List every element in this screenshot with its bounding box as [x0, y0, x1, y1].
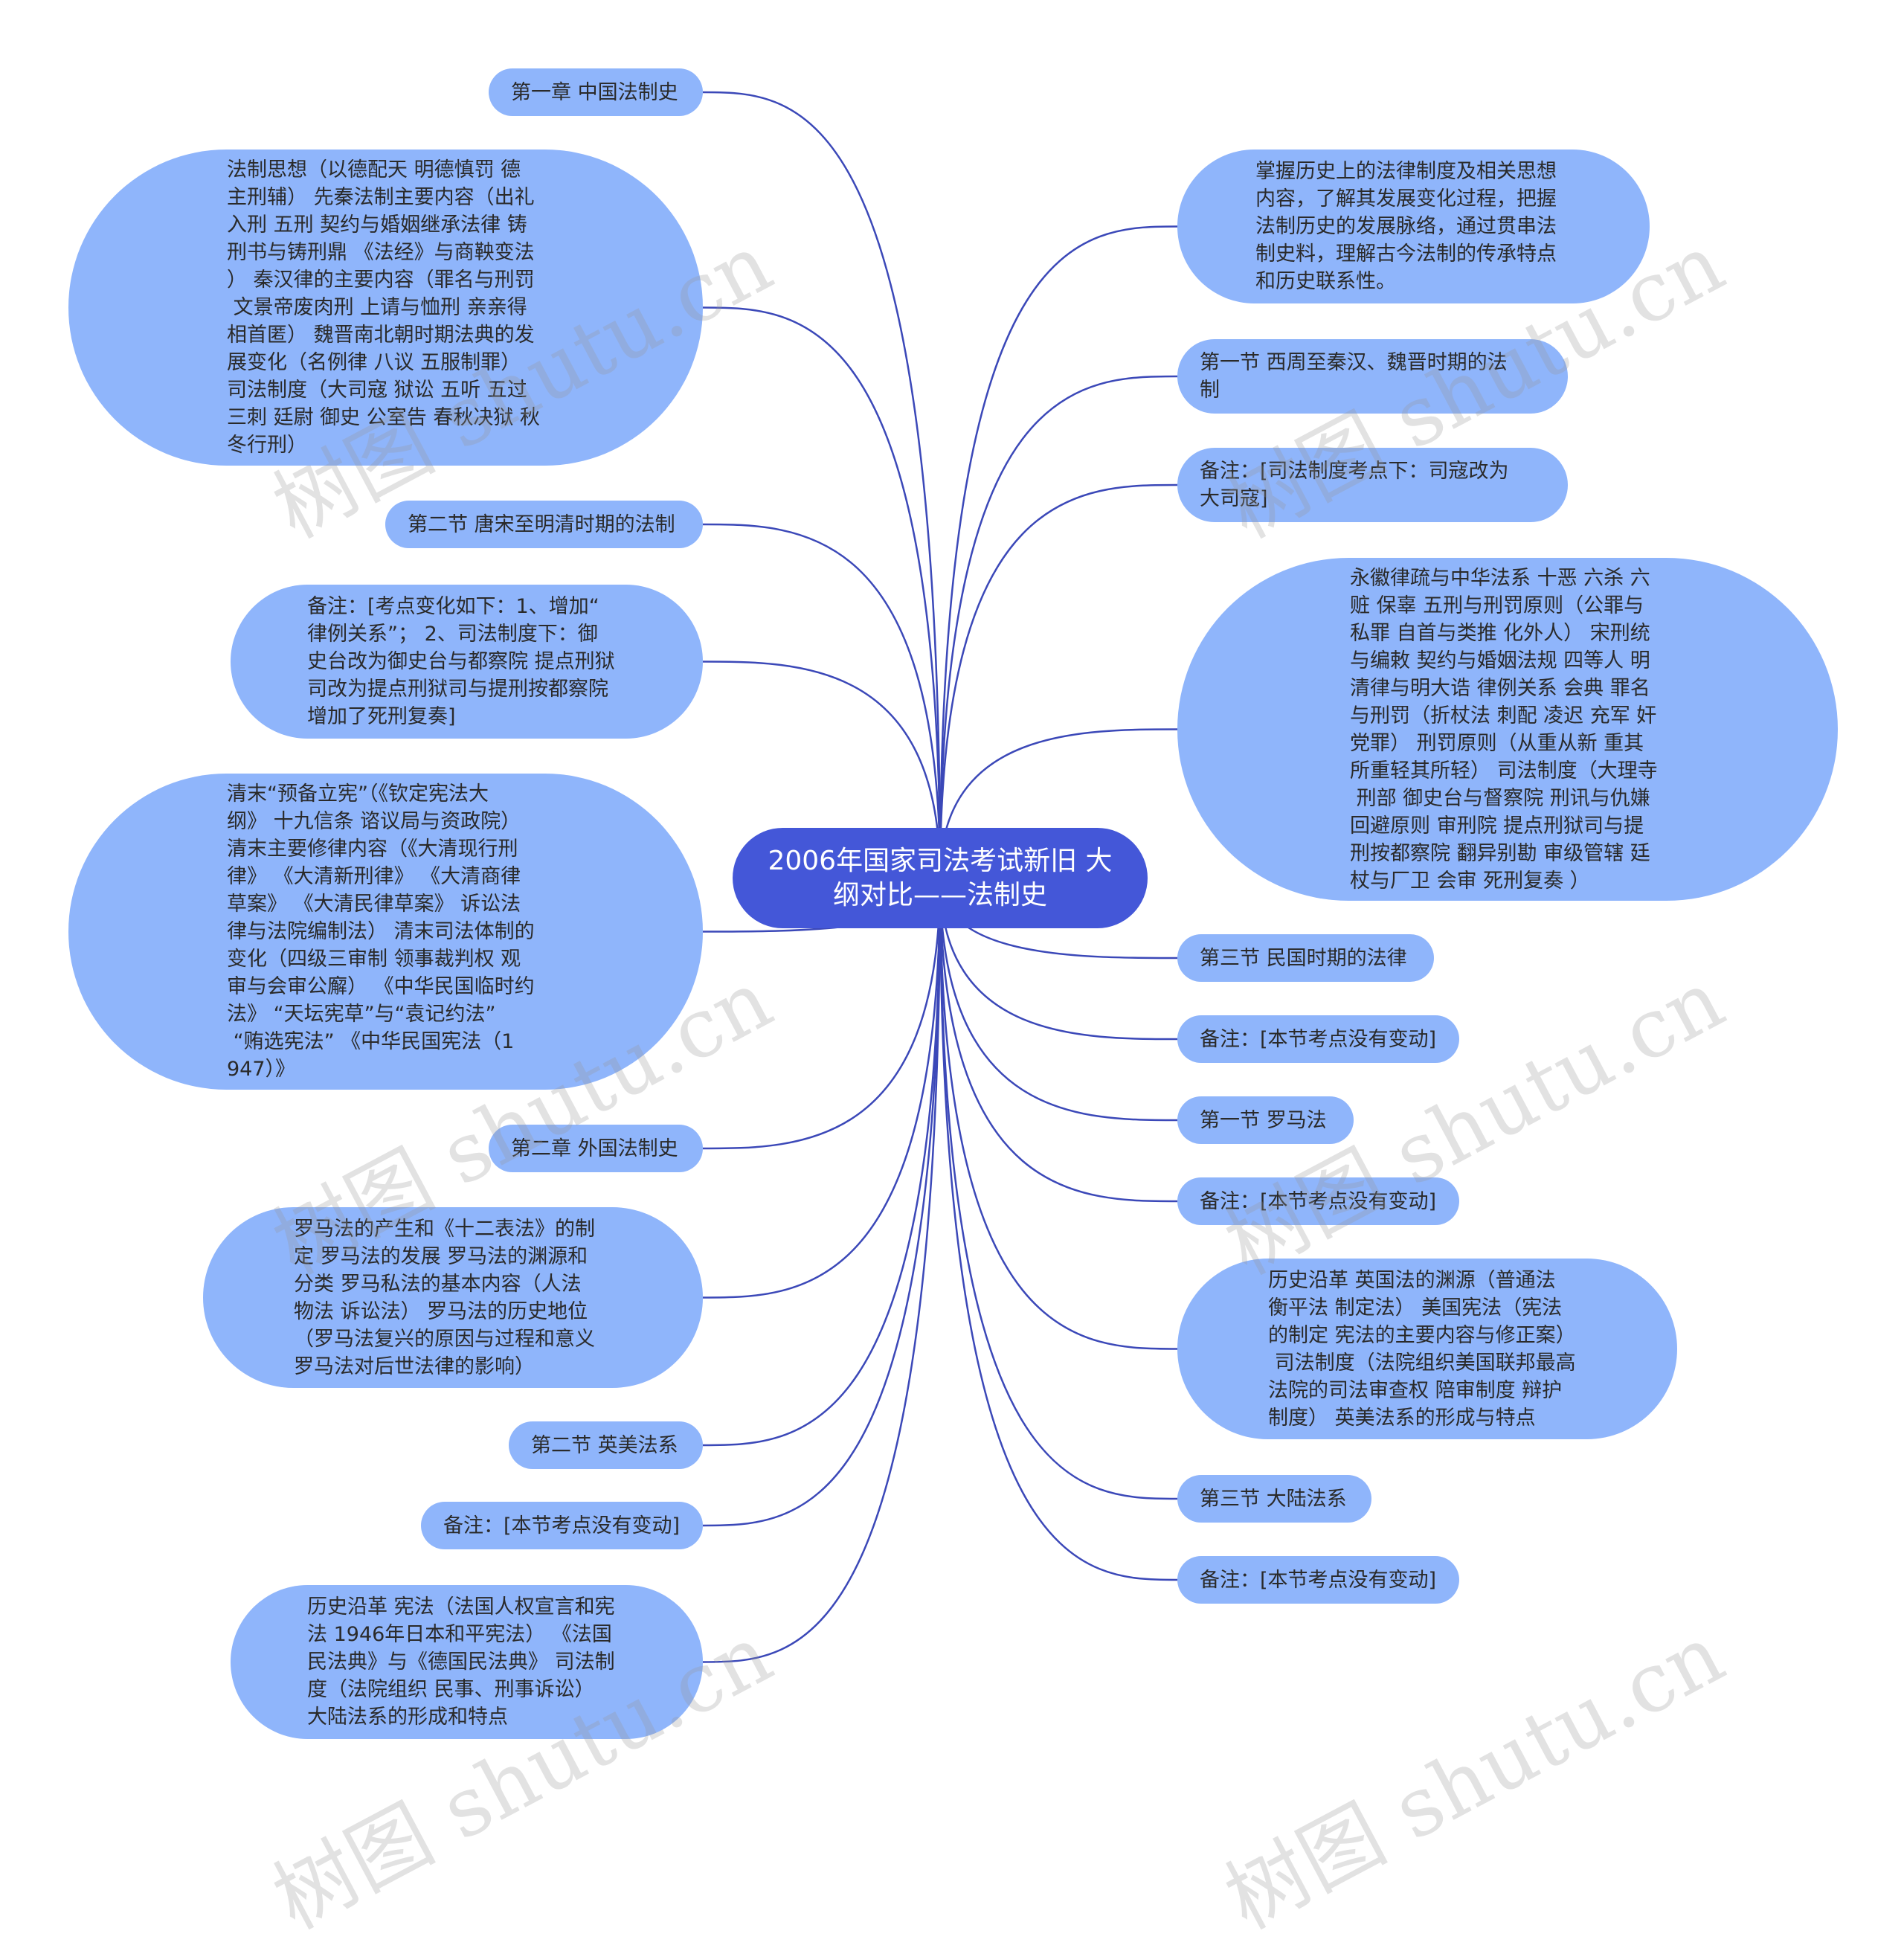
node-note-continental[interactable]: 备注：[本节考点没有变动] — [1177, 1556, 1459, 1604]
connector-line — [939, 877, 1178, 1122]
connector-line — [702, 91, 942, 878]
node-text: 第一节 罗马法 — [1200, 1108, 1327, 1132]
node-text: 第二节 英美法系 — [531, 1433, 678, 1457]
connector-line — [939, 225, 1178, 878]
node-chapter-1[interactable]: 第一章 中国法制史 — [489, 68, 703, 116]
connector-line — [939, 877, 1178, 1203]
node-text: 历史沿革 宪法（法国人权宣言和宪 法 1946年日本和平宪法） 《法国 民法典》… — [307, 1595, 615, 1729]
node-text: 第二章 外国法制史 — [511, 1137, 678, 1160]
connector-line — [702, 306, 942, 878]
node-text: 备注：[司法制度考点下：司寇改为 大司寇] — [1200, 460, 1509, 510]
node-qing-reform-content[interactable]: 清末“预备立宪”（《钦定宪法大 纲》 十九信条 谘议局与资政院） 清末主要修律内… — [68, 774, 703, 1090]
connector-line — [939, 877, 1178, 1581]
node-chapter-2[interactable]: 第二章 外国法制史 — [489, 1125, 703, 1172]
node-section-anglo-american[interactable]: 第二节 英美法系 — [509, 1421, 703, 1469]
connector-line — [939, 728, 1178, 878]
connector-lines — [702, 91, 1178, 1663]
node-continental-content[interactable]: 历史沿革 宪法（法国人权宣言和宪 法 1946年日本和平宪法） 《法国 民法典》… — [231, 1585, 703, 1739]
node-text: 法制思想（以德配天 明德慎罚 德 主刑辅） 先秦法制主要内容（出礼 入刑 五刑 … — [227, 158, 540, 457]
node-text: 掌握历史上的法律制度及相关思想 内容，了解其发展变化过程，把握 法制历史的发展脉… — [1255, 160, 1557, 293]
node-section-republic[interactable]: 第三节 民国时期的法律 — [1177, 934, 1434, 982]
node-note-tang-song[interactable]: 备注：[考点变化如下：1、增加“ 律例关系”； 2、司法制度下：御 史台改为御史… — [231, 585, 703, 739]
node-text: 备注：[考点变化如下：1、增加“ 律例关系”； 2、司法制度下：御 史台改为御史… — [307, 595, 615, 728]
node-section-western-zhou[interactable]: 第一节 西周至秦汉、魏晋时期的法 制 — [1177, 339, 1568, 414]
node-text: 第二节 唐宋至明清时期的法制 — [408, 512, 675, 536]
connector-line — [939, 877, 1178, 1500]
node-section-tang-song[interactable]: 第二节 唐宋至明清时期的法制 — [385, 501, 703, 548]
connector-line — [702, 660, 942, 878]
node-text: 罗马法的产生和《十二表法》的制 定 罗马法的发展 罗马法的渊源和 分类 罗马私法… — [294, 1217, 595, 1378]
node-text: 备注：[本节考点没有变动] — [443, 1514, 681, 1537]
node-note-republic[interactable]: 备注：[本节考点没有变动] — [1177, 1015, 1459, 1063]
root-label: 2006年国家司法考试新旧 大纲对比——法制史 — [768, 845, 1113, 910]
node-text: 备注：[本节考点没有变动] — [1200, 1189, 1437, 1213]
node-text: 清末“预备立宪”（《钦定宪法大 纲》 十九信条 谘议局与资政院） 清末主要修律内… — [227, 782, 535, 1081]
node-objective[interactable]: 掌握历史上的法律制度及相关思想 内容，了解其发展变化过程，把握 法制历史的发展脉… — [1177, 150, 1650, 303]
node-text: 备注：[本节考点没有变动] — [1200, 1027, 1437, 1051]
node-note-western-zhou[interactable]: 备注：[司法制度考点下：司寇改为 大司寇] — [1177, 448, 1568, 522]
node-text: 第三节 大陆法系 — [1200, 1487, 1347, 1511]
node-anglo-american-content[interactable]: 历史沿革 英国法的渊源（普通法 衡平法 制定法） 美国宪法（宪法 的制定 宪法的… — [1177, 1259, 1677, 1439]
connector-line — [702, 877, 942, 1447]
connector-line — [939, 483, 1178, 878]
node-text: 历史沿革 英国法的渊源（普通法 衡平法 制定法） 美国宪法（宪法 的制定 宪法的… — [1268, 1268, 1576, 1430]
node-tang-song-content[interactable]: 永徽律疏与中华法系 十恶 六杀 六 赃 保辜 五刑与刑罚原则（公罪与 私罪 自首… — [1177, 558, 1838, 901]
connector-line — [939, 877, 1178, 1350]
node-note-roman[interactable]: 备注：[本节考点没有变动] — [1177, 1177, 1459, 1225]
node-text: 第三节 民国时期的法律 — [1200, 946, 1407, 970]
connector-line — [702, 877, 942, 1527]
node-text: 永徽律疏与中华法系 十恶 六杀 六 赃 保辜 五刑与刑罚原则（公罪与 私罪 自首… — [1350, 566, 1658, 893]
connector-line — [702, 523, 942, 878]
node-text: 备注：[本节考点没有变动] — [1200, 1568, 1437, 1592]
node-note-anglo-american[interactable]: 备注：[本节考点没有变动] — [421, 1502, 703, 1549]
node-section-roman[interactable]: 第一节 罗马法 — [1177, 1096, 1354, 1144]
node-text: 第一章 中国法制史 — [511, 80, 678, 104]
node-text: 第一节 西周至秦汉、魏晋时期的法 制 — [1200, 351, 1508, 402]
connector-line — [939, 375, 1178, 878]
node-china-law-content[interactable]: 法制思想（以德配天 明德慎罚 德 主刑辅） 先秦法制主要内容（出礼 入刑 五刑 … — [68, 150, 703, 466]
connector-line — [702, 877, 942, 1150]
connector-line — [702, 877, 942, 1299]
connector-line — [939, 877, 1178, 1041]
connector-line — [702, 877, 942, 1663]
root-node[interactable]: 2006年国家司法考试新旧 大纲对比——法制史 — [733, 828, 1148, 928]
node-section-continental[interactable]: 第三节 大陆法系 — [1177, 1475, 1371, 1523]
node-roman-law-content[interactable]: 罗马法的产生和《十二表法》的制 定 罗马法的发展 罗马法的渊源和 分类 罗马私法… — [203, 1207, 703, 1388]
